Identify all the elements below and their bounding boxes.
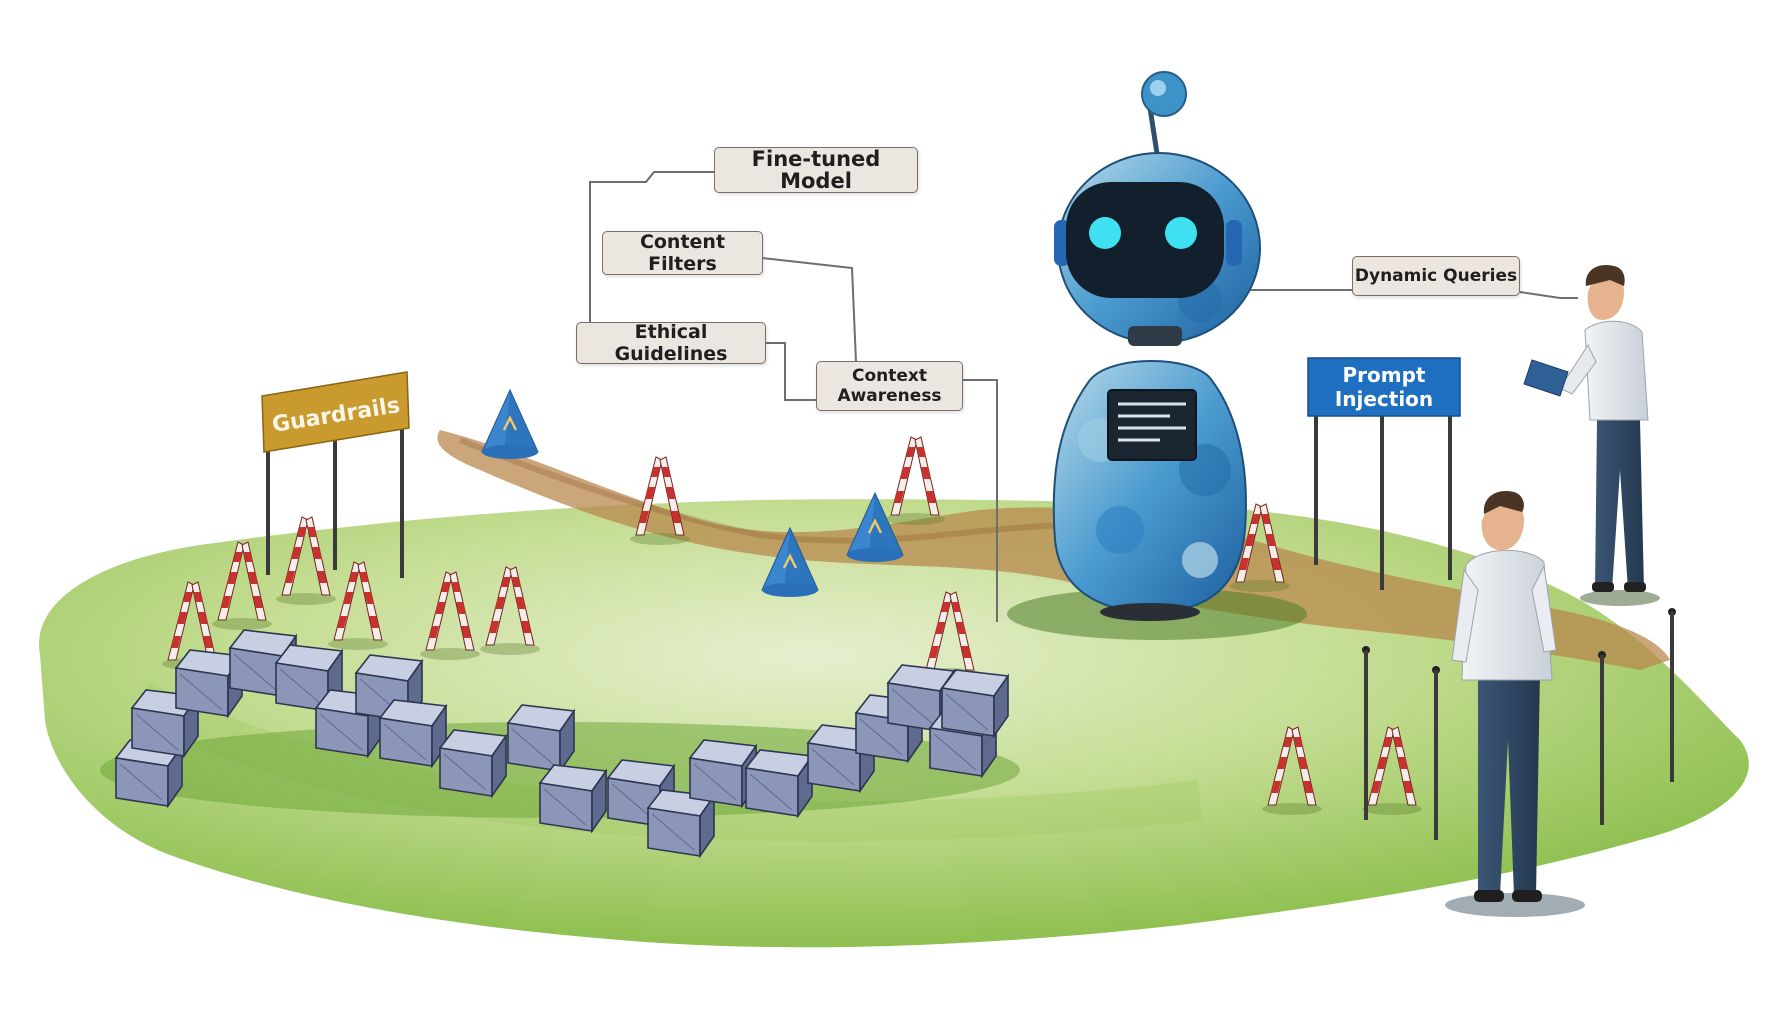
guardrails-sign — [261, 371, 410, 578]
person-with-clipboard — [1523, 264, 1660, 606]
robot — [1007, 71, 1307, 640]
dirt-path — [437, 430, 1671, 670]
cone-icon — [480, 388, 540, 461]
fine-tuned-model-label: Fine-tuned Model — [714, 147, 918, 193]
context-awareness-label: Context Awareness — [816, 361, 963, 411]
person-observer — [1445, 490, 1585, 917]
stone-wall — [100, 629, 1020, 857]
prompt-injection-sign — [1307, 357, 1461, 590]
prompt-injection-sign-label: Prompt Injection — [1334, 363, 1434, 411]
dynamic-queries-label: Dynamic Queries — [1352, 256, 1520, 296]
content-filters-label: Content Filters — [602, 231, 763, 275]
ethical-guidelines-label: Ethical Guidelines — [576, 321, 766, 365]
